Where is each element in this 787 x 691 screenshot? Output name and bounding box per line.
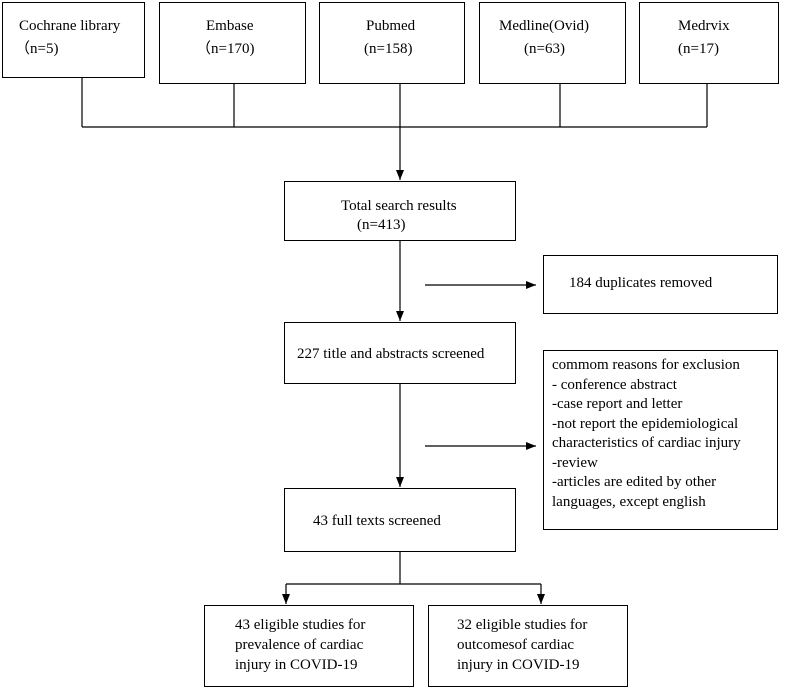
exclusion-line: -case report and letter <box>552 396 683 412</box>
eligible-prevalence-box: 43 eligible studies for prevalence of ca… <box>204 605 414 687</box>
source-count: (n=17) <box>678 41 719 57</box>
eligible-outcomes-box: 32 eligible studies for outcomesof cardi… <box>428 605 628 687</box>
screened-label: 227 title and abstracts screened <box>297 346 485 362</box>
source-count: （n=5) <box>15 41 59 57</box>
source-name: Pubmed <box>366 18 416 34</box>
source-name: Medrvix <box>678 18 730 34</box>
source-box-embase: Embase （n=170) <box>159 2 306 84</box>
source-name: Medline(Ovid) <box>499 18 589 34</box>
fulltext-box: 43 full texts screened <box>284 488 516 552</box>
source-count: (n=158) <box>364 41 413 57</box>
source-box-medrvix: Medrvix (n=17) <box>639 2 779 84</box>
exclusion-line: commom reasons for exclusion <box>552 357 740 373</box>
source-name: Cochrane library <box>19 18 121 34</box>
source-box-medline: Medline(Ovid) (n=63) <box>479 2 626 84</box>
source-name: Embase <box>206 18 254 34</box>
eligible-line: injury in COVID-19 <box>457 657 580 673</box>
total-label: Total search results <box>341 198 457 214</box>
source-box-cochrane: Cochrane library （n=5) <box>2 2 145 78</box>
eligible-line: outcomesof cardiac <box>457 637 575 653</box>
exclusion-line: - conference abstract <box>552 376 677 393</box>
fulltext-label: 43 full texts screened <box>313 513 441 529</box>
exclusion-line: -not report the epidemiological <box>552 415 739 432</box>
exclusion-reasons: commom reasons for exclusion - conferenc… <box>552 356 741 512</box>
screened-box: 227 title and abstracts screened <box>284 322 516 384</box>
exclusion-box: commom reasons for exclusion - conferenc… <box>543 350 778 530</box>
source-count: （n=170) <box>196 41 255 57</box>
total-results-box: Total search results (n=413) <box>284 181 516 241</box>
source-box-pubmed: Pubmed (n=158) <box>319 2 465 84</box>
eligible-line: injury in COVID-19 <box>235 657 358 673</box>
eligible-line: 43 eligible studies for <box>235 617 366 633</box>
total-count: (n=413) <box>357 217 406 233</box>
duplicates-box: 184 duplicates removed <box>543 255 778 314</box>
exclusion-line: characteristics of cardiac injury <box>552 435 741 451</box>
source-count: (n=63) <box>524 41 565 57</box>
exclusion-line: -review <box>552 454 598 471</box>
exclusion-line: -articles are edited by other <box>552 474 717 490</box>
eligible-line: prevalence of cardiac <box>235 637 364 653</box>
exclusion-line: languages, except english <box>552 493 706 510</box>
duplicates-label: 184 duplicates removed <box>569 275 713 291</box>
eligible-line: 32 eligible studies for <box>457 617 588 633</box>
